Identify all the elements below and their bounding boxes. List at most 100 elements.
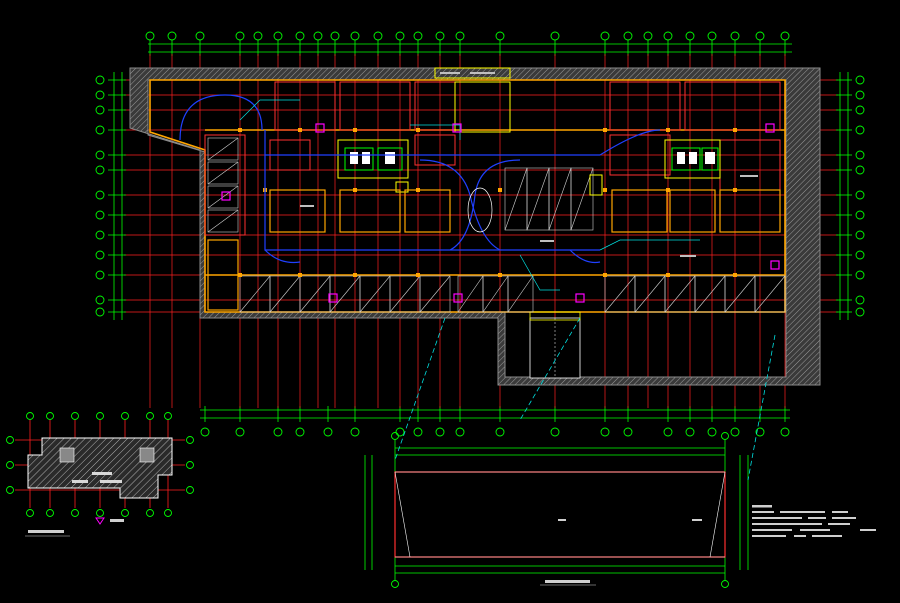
parking-stall <box>507 275 534 313</box>
parking-stall-diagonal <box>329 275 361 313</box>
axis-grid-lines <box>95 54 865 408</box>
axis-bubble <box>146 412 154 420</box>
axis-bubble <box>600 31 610 41</box>
axis-bubble <box>235 31 245 41</box>
axis-bubble <box>663 31 673 41</box>
column <box>603 128 607 132</box>
axis-bubble <box>855 190 865 200</box>
axis-bubble <box>350 31 360 41</box>
axis-bubble <box>350 427 360 437</box>
bottom-dimension-ticks <box>200 406 790 437</box>
axis-bubble <box>46 509 54 517</box>
axis-bubble <box>391 432 399 440</box>
parking-stall <box>754 275 786 313</box>
axis-bubble <box>413 427 423 437</box>
parking-stall-diagonal <box>754 275 786 313</box>
axis-bubble <box>6 461 14 469</box>
axis-bubble <box>295 31 305 41</box>
core-stair-2 <box>671 147 719 171</box>
axis-bubble <box>46 412 54 420</box>
parking-stall-diagonal <box>207 209 239 233</box>
column <box>733 188 737 192</box>
column <box>416 188 420 192</box>
main-plan <box>95 31 865 437</box>
parking-stall-diagonal <box>482 275 509 313</box>
axis-bubble <box>685 427 695 437</box>
axis-bubble <box>707 31 717 41</box>
axis-bubble <box>167 31 177 41</box>
axis-bubble <box>721 580 729 588</box>
axis-bubble <box>395 427 405 437</box>
bottom-dimension-lines <box>200 409 790 419</box>
key-plan <box>6 412 194 537</box>
parking-stall-diagonal <box>634 275 666 313</box>
top-dimension-lines <box>148 43 792 53</box>
axis-bubble <box>855 307 865 317</box>
axis-bubble <box>95 210 105 220</box>
axis-bubble <box>26 412 34 420</box>
axis-bubble <box>623 427 633 437</box>
axis-bubble <box>323 427 333 437</box>
axis-bubble <box>495 427 505 437</box>
axis-bubble <box>855 165 865 175</box>
parking-stall <box>207 209 239 233</box>
axis-bubble <box>730 31 740 41</box>
column <box>416 128 420 132</box>
axis-bubble <box>95 150 105 160</box>
parking-stall <box>419 275 451 313</box>
axis-bubble <box>95 270 105 280</box>
fire-hydrant <box>575 293 585 303</box>
axis-bubble <box>495 31 505 41</box>
axis-bubble <box>273 427 283 437</box>
column <box>353 188 357 192</box>
parking-stall-diagonal <box>239 275 271 313</box>
axis-bubble <box>200 427 210 437</box>
column <box>498 273 502 277</box>
axis-bubble <box>186 461 194 469</box>
parking-stall-diagonal <box>694 275 726 313</box>
column <box>416 273 420 277</box>
side-dimension-lines <box>113 72 849 320</box>
axis-bubble <box>71 509 79 517</box>
roof-plan-axis-bubbles <box>391 432 729 588</box>
axis-bubble <box>755 427 765 437</box>
axis-bubble <box>435 427 445 437</box>
fire-hydrant <box>315 123 325 133</box>
axis-bubble <box>164 412 172 420</box>
axis-bubble <box>146 509 154 517</box>
axis-bubble <box>855 295 865 305</box>
axis-bubble <box>855 210 865 220</box>
axis-bubble <box>685 31 695 41</box>
fire-hydrant <box>765 123 775 133</box>
column <box>353 273 357 277</box>
entrance-ramp <box>529 311 581 379</box>
top-dimension-ticks <box>145 31 790 56</box>
axis-bubble <box>95 250 105 260</box>
parking-stall-diagonal <box>526 167 550 231</box>
parking-stall-diagonal <box>359 275 391 313</box>
axis-bubble <box>413 31 423 41</box>
fire-hydrant <box>452 123 462 133</box>
axis-bubble <box>855 105 865 115</box>
parking-stall-diagonal <box>724 275 756 313</box>
parking-stall-diagonal <box>207 137 239 161</box>
column <box>353 128 357 132</box>
axis-bubble <box>313 31 323 41</box>
axis-bubble <box>253 31 263 41</box>
axis-bubble <box>71 412 79 420</box>
parking-stall-diagonal <box>299 275 331 313</box>
parking-stall-diagonal <box>389 275 421 313</box>
axis-bubble <box>395 31 405 41</box>
axis-bubble <box>96 412 104 420</box>
axis-bubble <box>95 125 105 135</box>
retaining-wall <box>129 67 821 386</box>
fire-hydrant <box>770 260 780 270</box>
key-plan-axis-bubbles <box>6 412 194 517</box>
column <box>733 273 737 277</box>
axis-bubble <box>95 75 105 85</box>
axis-bubble <box>855 250 865 260</box>
parking-stall-diagonal <box>570 167 594 231</box>
axis-bubble <box>707 427 717 437</box>
parking-stall-diagonal <box>207 161 239 185</box>
